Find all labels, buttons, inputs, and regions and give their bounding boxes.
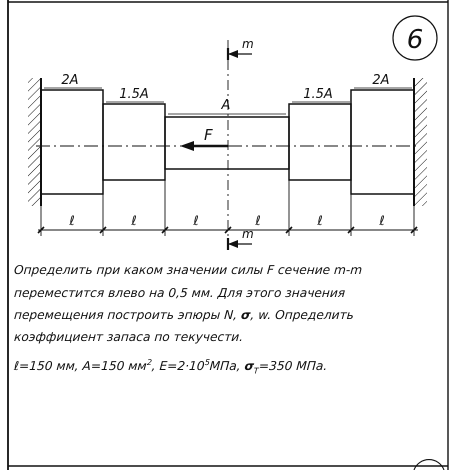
given-part-1: ℓ=150 мм, A=150 мм: [13, 359, 148, 374]
problem-number-badge: 6: [392, 15, 438, 61]
task-line-1: Определить при каком значении силы F сеч…: [13, 263, 363, 277]
length-label-6: ℓ: [378, 214, 384, 229]
area-label-3: A: [221, 98, 231, 113]
force-arrow: F: [180, 126, 228, 151]
sheet-frame: [7, 0, 449, 470]
given-part-4: =350 МПа.: [258, 359, 328, 374]
length-label-3: ℓ: [192, 214, 198, 229]
bar-segment-2a-right: [350, 89, 415, 195]
problem-number: 6: [407, 25, 424, 55]
length-labels: ℓ ℓ ℓ ℓ ℓ ℓ: [68, 214, 384, 229]
task-line-2: переместится влево на 0,5 мм. Для этого …: [13, 286, 346, 300]
section-label-bottom: m: [242, 227, 254, 241]
area-label-5: 1.5A: [303, 87, 333, 102]
bar-segment-1.5a-right: [288, 103, 352, 181]
left-wall: [28, 78, 42, 206]
given-part-2: , E=2·10: [151, 359, 206, 374]
task-line-3-b: , w. Определить: [249, 308, 355, 322]
given-data: ℓ=150 мм, A=150 мм2, E=2·105МПа, σT=350 …: [13, 358, 328, 376]
right-wall: [413, 78, 427, 206]
task-line-3-a: перемещения построить эпюры N,: [13, 308, 242, 322]
length-label-5: ℓ: [316, 214, 322, 229]
area-labels: 2A 1.5A A 1.5A 2A: [44, 73, 412, 115]
length-label-2: ℓ: [130, 214, 136, 229]
stepped-bar: [40, 89, 415, 195]
area-label-2: 1.5A: [119, 87, 149, 102]
bar-segment-1.5a-left: [102, 103, 166, 181]
section-label-top: m: [242, 37, 254, 51]
length-label-4: ℓ: [254, 214, 260, 229]
next-problem-circle-fragment: [413, 459, 445, 470]
area-label-1: 2A: [61, 73, 78, 88]
dimension-chain: [37, 169, 418, 236]
bar-segment-2a-left: [40, 89, 104, 195]
section-line-mm: m m: [226, 37, 254, 252]
force-label: F: [204, 126, 213, 144]
task-line-3: перемещения построить эпюры N, σ, w. Опр…: [14, 308, 355, 322]
length-label-1: ℓ: [68, 214, 74, 229]
area-label-6: 2A: [372, 73, 389, 88]
bar-segment-a: [164, 116, 290, 170]
task-line-4: коэффициент запаса по текучести.: [13, 330, 244, 344]
given-part-3: МПа,: [209, 359, 246, 374]
